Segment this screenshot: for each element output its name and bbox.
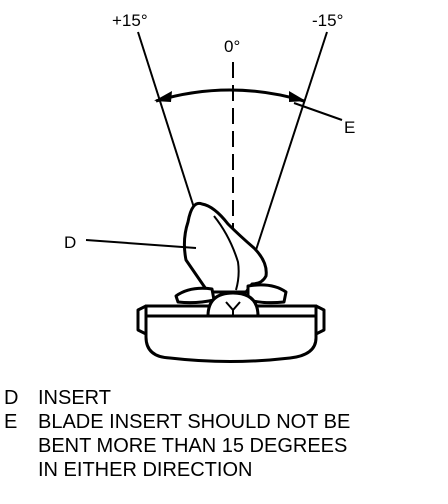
plus-15-reference-line: [137, 31, 197, 215]
left-flap: [174, 286, 216, 305]
legend-key: D: [4, 387, 19, 409]
legend-text-line: IN EITHER DIRECTION: [38, 459, 253, 481]
legend-description: BLADE INSERT SHOULD NOT BE BENT MORE THA…: [38, 410, 448, 482]
insert-callout-leader: [85, 239, 197, 249]
legend-text-line: BLADE INSERT SHOULD NOT BE: [38, 411, 351, 433]
arc-right-arrowhead: [289, 91, 306, 102]
blade-insert-crease: [213, 215, 240, 291]
blade-holder-base: [144, 304, 318, 363]
arc-left-arrowhead: [154, 91, 172, 102]
angle-arc: [155, 88, 305, 103]
insert-callout-letter: D: [64, 233, 76, 252]
legend-item-e: E BLADE INSERT SHOULD NOT BE BENT MORE T…: [0, 410, 448, 482]
minus-15-degree-label: -15°: [312, 11, 343, 30]
arc-callout-letter: E: [344, 118, 355, 137]
plus-15-degree-label: +15°: [112, 11, 148, 30]
arc-callout-leader: [293, 102, 343, 121]
legend: D INSERT E BLADE INSERT SHOULD NOT BE BE…: [0, 386, 448, 482]
retaining-clip: [206, 291, 260, 318]
clip-y-mark: [225, 301, 241, 316]
base-left-ear: [136, 304, 148, 336]
legend-key: E: [4, 411, 18, 433]
zero-degree-label: 0°: [224, 37, 240, 56]
base-right-ear: [314, 304, 326, 336]
legend-item-d: D INSERT: [0, 386, 448, 410]
blade-insert: [182, 201, 268, 294]
minus-15-reference-line: [255, 31, 328, 251]
legend-text-line: BENT MORE THAN 15 DEGREES: [38, 435, 348, 457]
legend-text-line: INSERT: [38, 387, 111, 409]
